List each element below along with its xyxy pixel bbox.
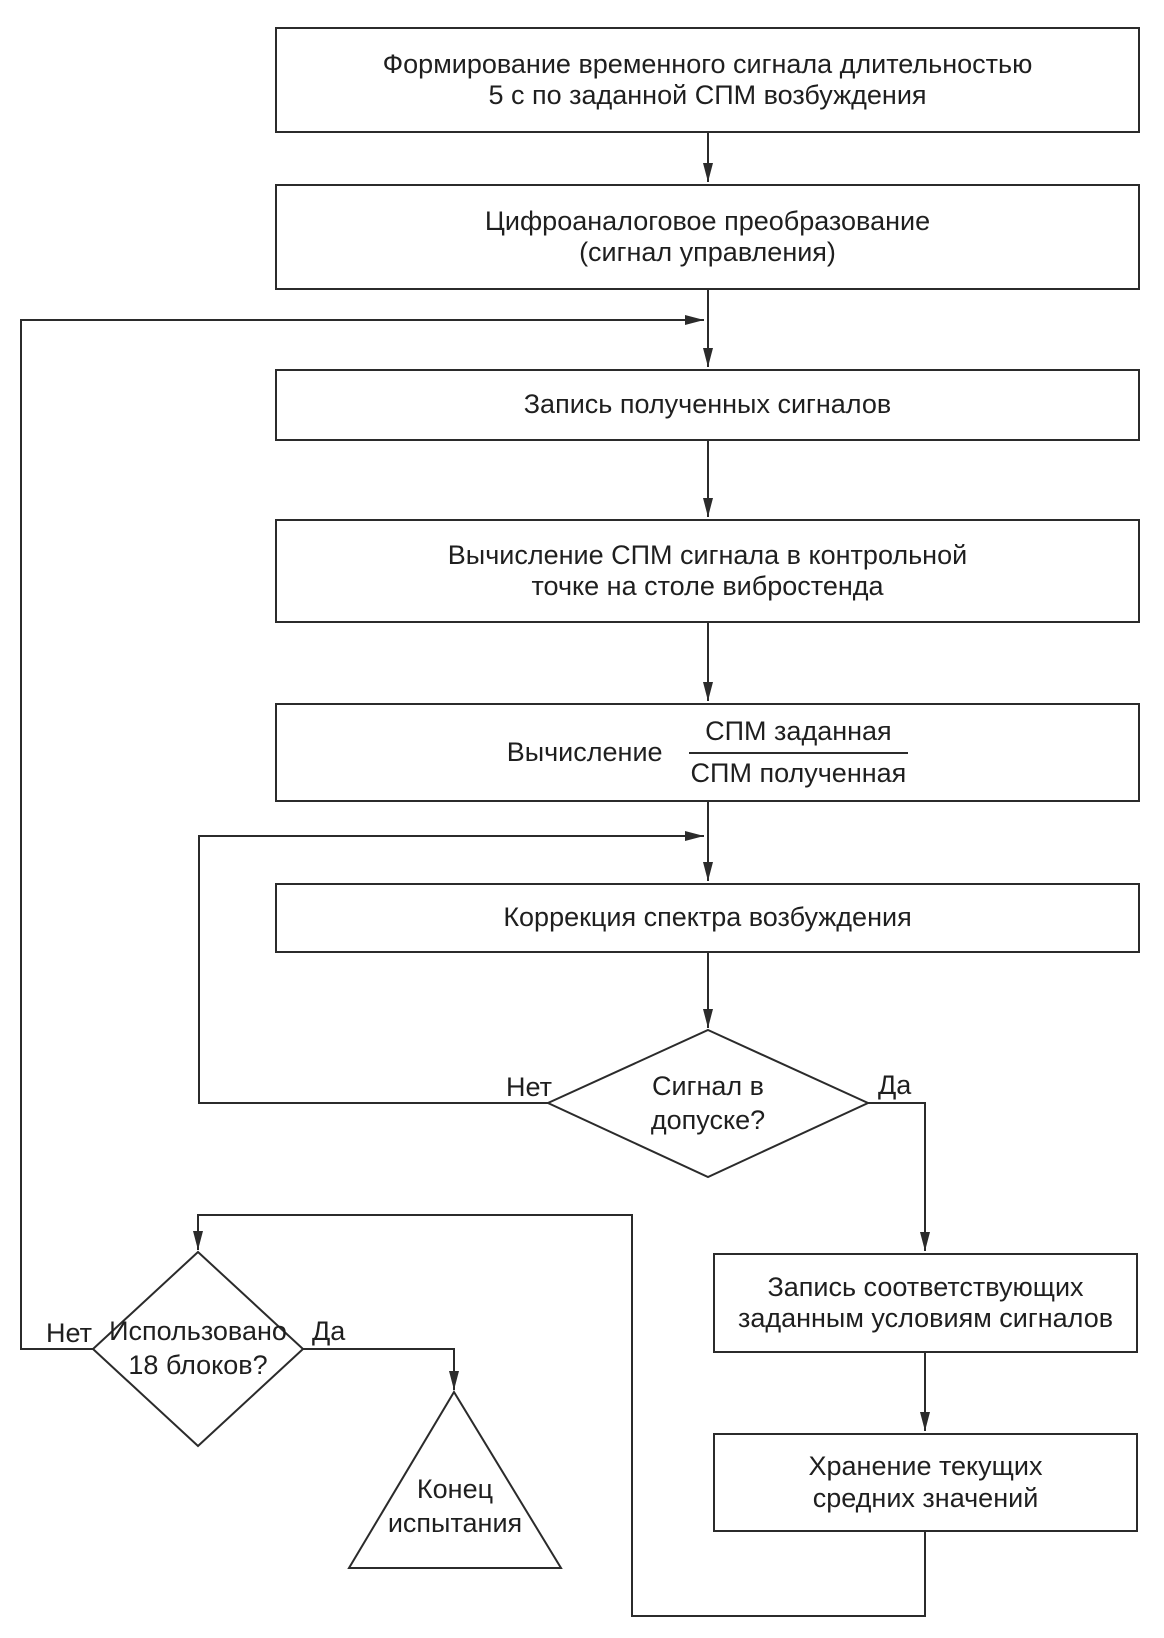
- process-box-text-line: (сигнал управления): [579, 237, 836, 267]
- connector-d2-no-loop-to-b3: [20, 315, 704, 1350]
- connector-d2-yes-to-end: [303, 1348, 459, 1390]
- process-box-text-line: Запись соответствующих: [767, 1271, 1084, 1302]
- process-box-generate-time-signal: Формирование временного сигнала длительн…: [275, 27, 1140, 133]
- branch-label-d2-yes: Да: [312, 1316, 346, 1346]
- process-box-text-line: Формирование временного сигнала длительн…: [382, 48, 1033, 79]
- decision-signal-in-tolerance-shape: [545, 1028, 871, 1179]
- process-box-compute-psd-ratio: Вычисление СПМ заданная СПМ полученная: [275, 703, 1140, 802]
- branch-label-d2-no: Нет: [46, 1318, 92, 1348]
- psd-ratio-label: Вычисление: [506, 736, 663, 767]
- process-box-text-line: 5 с по заданной СПМ возбуждения: [488, 80, 927, 110]
- process-box-correct-excitation-spectrum: Коррекция спектра возбуждения: [275, 883, 1140, 953]
- process-box-record-matching-signals: Запись соответствующих заданным условиям…: [713, 1253, 1138, 1353]
- branch-label-d1-no: Нет: [506, 1072, 552, 1102]
- psd-fraction-denominator: СПМ полученная: [690, 757, 907, 788]
- process-box-text-line: Запись полученных сигналов: [523, 389, 892, 420]
- process-box-dac-conversion: Цифроаналоговое преобразование (сигнал у…: [275, 184, 1140, 290]
- connector-d1-no-loop-to-b6: [198, 831, 704, 1104]
- connector-b8-loop-to-d2: [193, 1214, 926, 1617]
- process-box-store-current-averages: Хранение текущих средних значений: [713, 1433, 1138, 1532]
- process-box-text-line: Цифроаналоговое преобразование: [484, 205, 931, 236]
- process-box-text-line: Вычисление СПМ сигнала в контрольной: [447, 539, 968, 570]
- branch-label-d1-yes: Да: [878, 1070, 912, 1100]
- terminator-end-of-test-shape: [347, 1390, 563, 1569]
- process-box-text-line: заданным условиям сигналов: [737, 1303, 1114, 1333]
- connector-d1-yes-to-b7: [868, 1102, 930, 1251]
- process-box-text-line: точке на столе вибростенда: [531, 571, 884, 601]
- process-box-text-line: средних значений: [812, 1482, 1039, 1513]
- process-box-compute-psd-control-point: Вычисление СПМ сигнала в контрольной точ…: [275, 519, 1140, 623]
- decision-18-blocks-used-shape: [91, 1250, 305, 1448]
- psd-fraction-bar: [688, 751, 909, 754]
- psd-ratio-fraction: СПМ заданная СПМ полученная: [688, 716, 909, 789]
- process-box-text-line: Коррекция спектра возбуждения: [503, 902, 912, 933]
- process-box-text-line: Хранение текущих: [808, 1451, 1043, 1482]
- psd-fraction-numerator: СПМ заданная: [705, 716, 892, 747]
- psd-ratio-row: Вычисление СПМ заданная СПМ полученная: [507, 716, 909, 789]
- process-box-record-received-signals: Запись полученных сигналов: [275, 369, 1140, 441]
